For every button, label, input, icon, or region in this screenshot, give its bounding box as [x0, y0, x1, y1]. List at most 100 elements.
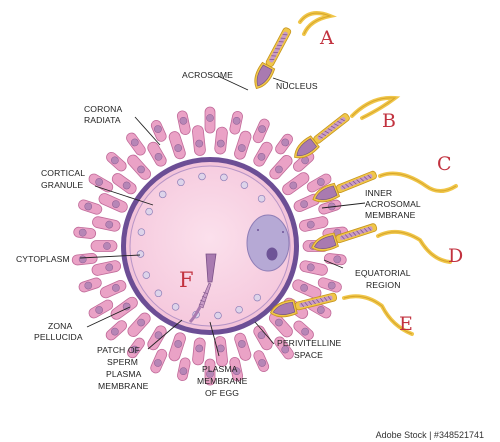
- label-corona-radiata-1: CORONA: [84, 104, 122, 114]
- label-patch-3: PLASMA: [106, 369, 142, 379]
- sperm-e: [269, 292, 414, 336]
- corona-cell: [73, 226, 97, 239]
- corona-cell: [78, 277, 102, 293]
- corona-cell: [106, 151, 127, 172]
- corona-cell: [99, 279, 127, 299]
- corona-cell: [252, 118, 270, 144]
- corona-cell: [90, 240, 118, 252]
- label-plasma-membrane-egg-1: PLASMA: [202, 364, 238, 374]
- corona-cell: [234, 130, 252, 160]
- cortical-granule: [220, 173, 228, 182]
- label-equatorial-2: REGION: [366, 280, 401, 290]
- cortical-granule: [145, 207, 153, 216]
- label-inner-acrosomal-2: ACROSOMAL: [365, 199, 421, 209]
- corona-cell: [323, 253, 347, 266]
- corona-cell: [110, 296, 138, 320]
- label-zona-pellucida-2: PELLUCIDA: [34, 332, 83, 342]
- stage-label-c: C: [437, 153, 452, 175]
- corona-cell: [253, 350, 270, 372]
- label-equatorial-1: EQUATORIAL: [355, 268, 411, 278]
- sperm-layer: [254, 11, 458, 336]
- corona-cell: [192, 125, 206, 156]
- label-perivitelline-1: PERIVITELLINE: [277, 338, 342, 348]
- corona-cell: [176, 110, 191, 136]
- incorporated-sperm-f: [188, 253, 217, 324]
- stage-label-d: D: [448, 245, 463, 267]
- corona-cell: [150, 348, 168, 374]
- corona-cell: [192, 337, 206, 366]
- corona-cell: [274, 336, 294, 360]
- stage-label-a: A: [319, 27, 334, 49]
- corona-cell: [168, 332, 186, 362]
- corona-cell: [292, 279, 322, 299]
- cortical-granules: [136, 172, 266, 320]
- corona-cell: [253, 141, 273, 167]
- watermark-text: Adobe Stock | #348521741: [376, 430, 484, 440]
- cortical-granule: [253, 293, 262, 302]
- corona-cell: [299, 260, 328, 276]
- label-inner-acrosomal-1: INNER: [365, 188, 392, 198]
- label-plasma-membrane-egg-2: MEMBRANE: [197, 376, 248, 386]
- corona-cell: [229, 356, 244, 382]
- label-cytoplasm: CYTOPLASM: [16, 254, 70, 264]
- label-patch-1: PATCH OF: [97, 345, 140, 355]
- corona-cell: [317, 277, 342, 293]
- label-patch-2: SPERM: [107, 357, 138, 367]
- corona-cell: [111, 173, 137, 195]
- corona-cell: [306, 173, 332, 193]
- leader-lines: [79, 75, 366, 357]
- cortical-granule: [136, 250, 145, 258]
- corona-cell: [88, 173, 114, 193]
- corona-cell: [275, 133, 293, 155]
- corona-cell: [177, 357, 191, 382]
- corona-cell: [253, 325, 273, 351]
- cortical-granule: [158, 190, 167, 199]
- corona-cell: [71, 252, 98, 266]
- corona-cell: [127, 337, 145, 359]
- corona-cell: [214, 126, 228, 155]
- sperm-a: [254, 11, 337, 90]
- corona-cell: [98, 193, 128, 213]
- sperm-b: [294, 95, 401, 159]
- sperm-c: [312, 170, 458, 203]
- corona-cell: [282, 172, 310, 196]
- stage-label-b: B: [382, 110, 396, 132]
- label-plasma-membrane-egg-3: OF EGG: [205, 388, 239, 398]
- corona-cell: [168, 131, 186, 160]
- label-inner-acrosomal-3: MEMBRANE: [365, 210, 416, 220]
- corona-cell: [127, 154, 151, 180]
- corona-cell: [91, 260, 122, 276]
- cortical-granule: [137, 228, 146, 236]
- corona-cell: [214, 336, 228, 367]
- corona-cell: [150, 120, 167, 142]
- label-acrosome: ACROSOME: [182, 70, 233, 80]
- corona-cell: [298, 216, 329, 232]
- label-corona-radiata-2: RADIATA: [84, 115, 121, 125]
- corona-cell: [147, 325, 167, 351]
- corona-cell: [204, 358, 216, 386]
- label-nucleus: NUCLEUS: [276, 81, 318, 91]
- nucleus-dot: [257, 229, 259, 231]
- cortical-granule: [257, 194, 266, 203]
- cortical-granule: [235, 305, 243, 314]
- label-zona-pellucida-1: ZONA: [48, 321, 72, 331]
- cortical-granule: [154, 289, 163, 298]
- corona-radiata-layer: [71, 106, 349, 386]
- cortical-granule: [142, 271, 151, 279]
- nucleus-dot: [282, 231, 284, 233]
- egg-nucleolus: [266, 247, 278, 261]
- stage-label-e: E: [399, 313, 413, 335]
- corona-cell: [269, 155, 293, 180]
- label-cortical-granule-2: GRANULE: [41, 180, 83, 190]
- corona-cell: [147, 141, 167, 167]
- cortical-granule: [171, 303, 180, 311]
- stage-label-f: F: [179, 268, 194, 292]
- cortical-granule: [198, 172, 206, 181]
- cortical-granule: [177, 178, 185, 187]
- corona-cell: [127, 312, 151, 337]
- ooplasm: [129, 165, 291, 327]
- corona-cell: [88, 299, 114, 319]
- corona-cell: [78, 199, 103, 215]
